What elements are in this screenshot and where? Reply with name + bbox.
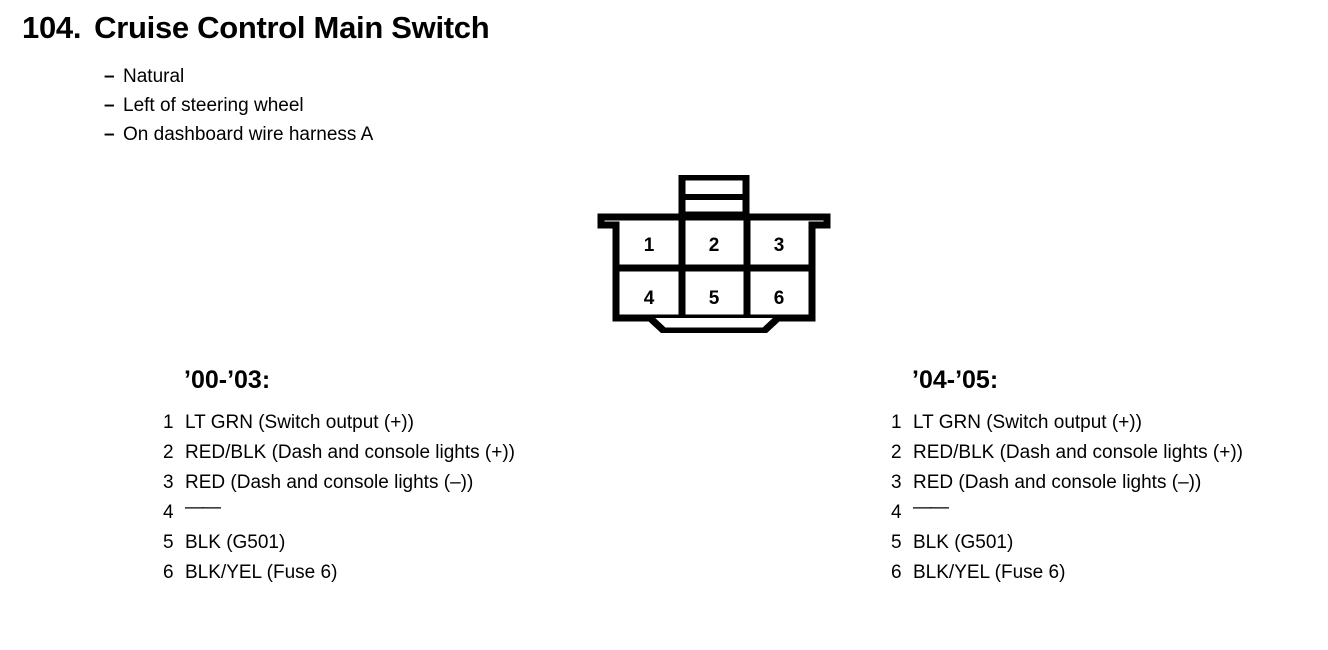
pinout-row-index: 1: [163, 412, 174, 433]
pinout-row: 5 BLK (G501): [891, 528, 1243, 558]
spec-item: –Natural: [104, 62, 373, 91]
spec-item: –On dashboard wire harness A: [104, 120, 373, 149]
connector-pin-4: 4: [644, 288, 655, 309]
pinout-row-index: 3: [163, 472, 174, 493]
pinout-row-desc-empty: ——: [913, 497, 949, 518]
pinout-year-heading: ’04-’05:: [912, 366, 999, 394]
pinout-row: 2 RED/BLK (Dash and console lights (+)): [163, 438, 515, 468]
pinout-row-desc: RED/BLK (Dash and console lights (+)): [185, 442, 516, 463]
pinout-row-index: 4: [891, 502, 902, 523]
pinout-row: 4 ——: [163, 497, 515, 528]
pinout-column-04-05: ’04-’05: 1 LT GRN (Switch output (+)) 2 …: [891, 366, 1243, 588]
pinout-row-desc: BLK (G501): [185, 532, 286, 553]
pinout-row-index: 2: [163, 442, 174, 463]
connector-pin-1: 1: [644, 235, 655, 256]
pinout-row-index: 5: [163, 532, 174, 553]
spec-list: –Natural –Left of steering wheel –On das…: [104, 62, 373, 149]
pinout-year-heading: ’00-’03:: [184, 366, 271, 394]
page-title-number: 104.: [22, 10, 82, 45]
pinout-row-desc: RED (Dash and console lights (–)): [185, 472, 474, 493]
pinout-row: 4 ——: [891, 497, 1243, 528]
pinout-row-index: 2: [891, 442, 902, 463]
pinout-row-desc: BLK/YEL (Fuse 6): [913, 562, 1066, 583]
pinout-row-desc: RED/BLK (Dash and console lights (+)): [913, 442, 1244, 463]
spec-item-label: Left of steering wheel: [123, 95, 304, 116]
connector-pin-3: 3: [774, 235, 785, 256]
page-title-text: Cruise Control Main Switch: [94, 10, 490, 45]
dash-marker-icon: –: [104, 95, 115, 116]
pinout-row-desc: BLK/YEL (Fuse 6): [185, 562, 338, 583]
spec-item-label: Natural: [123, 66, 185, 87]
connector-pin-5: 5: [709, 288, 720, 309]
pinout-row-desc: LT GRN (Switch output (+)): [185, 412, 414, 433]
pinout-row: 3 RED (Dash and console lights (–)): [891, 468, 1243, 498]
page-title: 104. Cruise Control Main Switch: [22, 10, 490, 46]
connector-diagram: 1 2 3 4 5 6: [596, 175, 836, 333]
pinout-row-index: 3: [891, 472, 902, 493]
pinout-row: 3 RED (Dash and console lights (–)): [163, 468, 515, 498]
spec-item: –Left of steering wheel: [104, 91, 373, 120]
pinout-row: 1 LT GRN (Switch output (+)): [163, 408, 515, 438]
dash-marker-icon: –: [104, 124, 115, 145]
pinout-row: 1 LT GRN (Switch output (+)): [891, 408, 1243, 438]
pinout-row-index: 1: [891, 412, 902, 433]
pinout-row-desc: RED (Dash and console lights (–)): [913, 472, 1202, 493]
pinout-row-desc: BLK (G501): [913, 532, 1014, 553]
pinout-row-index: 6: [163, 562, 174, 583]
pinout-row-desc: LT GRN (Switch output (+)): [913, 412, 1142, 433]
pinout-row-index: 5: [891, 532, 902, 553]
connector-bottom-latch: [647, 315, 781, 333]
dash-marker-icon: –: [104, 66, 115, 87]
pinout-row: 2 RED/BLK (Dash and console lights (+)): [891, 438, 1243, 468]
pinout-row: 6 BLK/YEL (Fuse 6): [891, 558, 1243, 588]
pinout-row-desc-empty: ——: [185, 497, 221, 518]
connector-pin-2: 2: [709, 235, 720, 256]
pinout-row-index: 4: [163, 502, 174, 523]
pinout-column-00-03: ’00-’03: 1 LT GRN (Switch output (+)) 2 …: [163, 366, 515, 588]
pinout-row: 5 BLK (G501): [163, 528, 515, 558]
pinout-row-index: 6: [891, 562, 902, 583]
connector-pin-6: 6: [774, 288, 785, 309]
pinout-row: 6 BLK/YEL (Fuse 6): [163, 558, 515, 588]
spec-item-label: On dashboard wire harness A: [123, 124, 374, 145]
